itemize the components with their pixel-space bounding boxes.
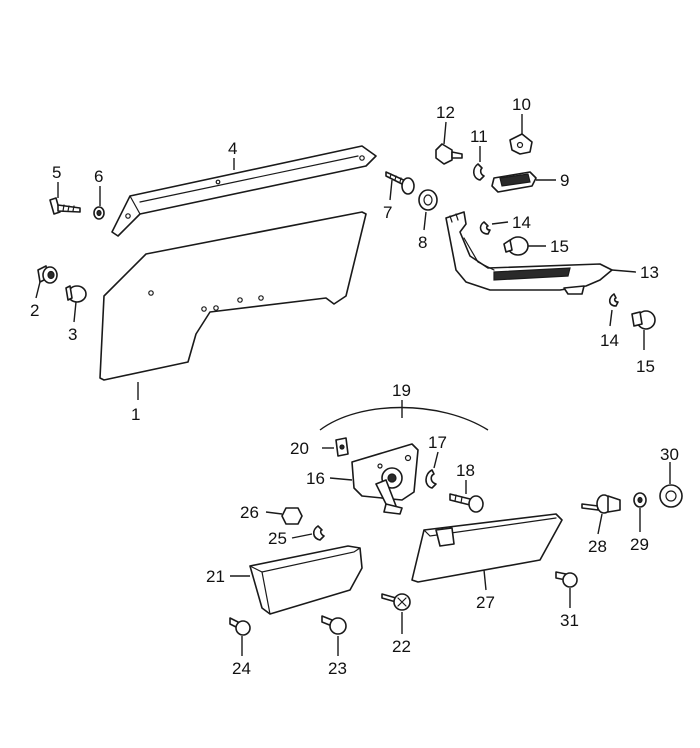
cap-nut-15-upper xyxy=(503,236,529,256)
cap-nut-15-lower xyxy=(631,310,656,330)
callout-28: 28 xyxy=(588,537,607,556)
callout-14-lower: 14 xyxy=(600,331,619,350)
callout-27: 27 xyxy=(476,593,495,612)
callout-18: 18 xyxy=(456,461,475,480)
lower-trim-panel-27 xyxy=(411,513,563,583)
spring-ring-17 xyxy=(425,469,437,489)
group-bracket-19 xyxy=(319,406,489,431)
door-pocket-21 xyxy=(249,545,363,615)
callout-8: 8 xyxy=(418,233,427,252)
callout-24: 24 xyxy=(232,659,251,678)
bolt-18 xyxy=(449,493,484,513)
callout-3: 3 xyxy=(68,325,77,344)
callout-15-upper: 15 xyxy=(550,237,569,256)
clip-25 xyxy=(312,525,325,541)
callout-19: 19 xyxy=(392,381,411,400)
nut-26 xyxy=(281,507,303,525)
stud-28 xyxy=(581,494,621,514)
door-trim-panel xyxy=(99,211,367,381)
grommet-8 xyxy=(418,189,438,211)
callout-14-upper: 14 xyxy=(512,213,531,232)
screw-5 xyxy=(49,197,81,215)
leader-lines xyxy=(35,114,671,656)
armrest-13 xyxy=(445,211,613,295)
screw-23 xyxy=(321,615,347,635)
callout-1: 1 xyxy=(131,405,140,424)
screw-31 xyxy=(555,571,578,588)
callout-25: 25 xyxy=(268,529,287,548)
callout-5: 5 xyxy=(52,163,61,182)
cap-3 xyxy=(65,285,87,303)
callout-4: 4 xyxy=(228,139,237,158)
clip-11 xyxy=(472,163,485,181)
cap-nut-30 xyxy=(659,484,683,508)
screw-24 xyxy=(229,617,251,636)
washer-6 xyxy=(93,206,105,220)
callout-31: 31 xyxy=(560,611,579,630)
screw-7 xyxy=(385,171,415,195)
clip-14-upper xyxy=(479,221,491,235)
washer-29 xyxy=(633,492,647,508)
callout-11: 11 xyxy=(470,127,488,146)
clip-2 xyxy=(37,265,58,284)
callout-10: 10 xyxy=(512,95,531,114)
screw-22 xyxy=(381,593,411,611)
lever-10 xyxy=(509,133,533,155)
callout-16: 16 xyxy=(306,469,325,488)
handle-insert-9 xyxy=(491,171,537,193)
callout-17: 17 xyxy=(428,433,447,452)
callout-15-lower: 15 xyxy=(636,357,655,376)
callout-labels: 1 2 3 4 5 6 7 8 9 10 11 12 13 14 14 15 1… xyxy=(30,95,679,678)
callout-20: 20 xyxy=(290,439,309,458)
callout-21: 21 xyxy=(206,567,225,586)
callout-2: 2 xyxy=(30,301,39,320)
upper-trim-strip xyxy=(111,145,377,237)
callout-13: 13 xyxy=(640,263,659,282)
clip-20 xyxy=(335,437,349,457)
callout-26: 26 xyxy=(240,503,259,522)
clip-14-lower xyxy=(608,293,619,307)
callout-6: 6 xyxy=(94,167,103,186)
callout-22: 22 xyxy=(392,637,411,656)
callout-30: 30 xyxy=(660,445,679,464)
callout-29: 29 xyxy=(630,535,649,554)
lock-mechanism-16 xyxy=(351,443,419,515)
callout-9: 9 xyxy=(560,171,569,190)
knob-12 xyxy=(435,143,463,165)
callout-12: 12 xyxy=(436,103,455,122)
callout-7: 7 xyxy=(383,203,392,222)
callout-23: 23 xyxy=(328,659,347,678)
